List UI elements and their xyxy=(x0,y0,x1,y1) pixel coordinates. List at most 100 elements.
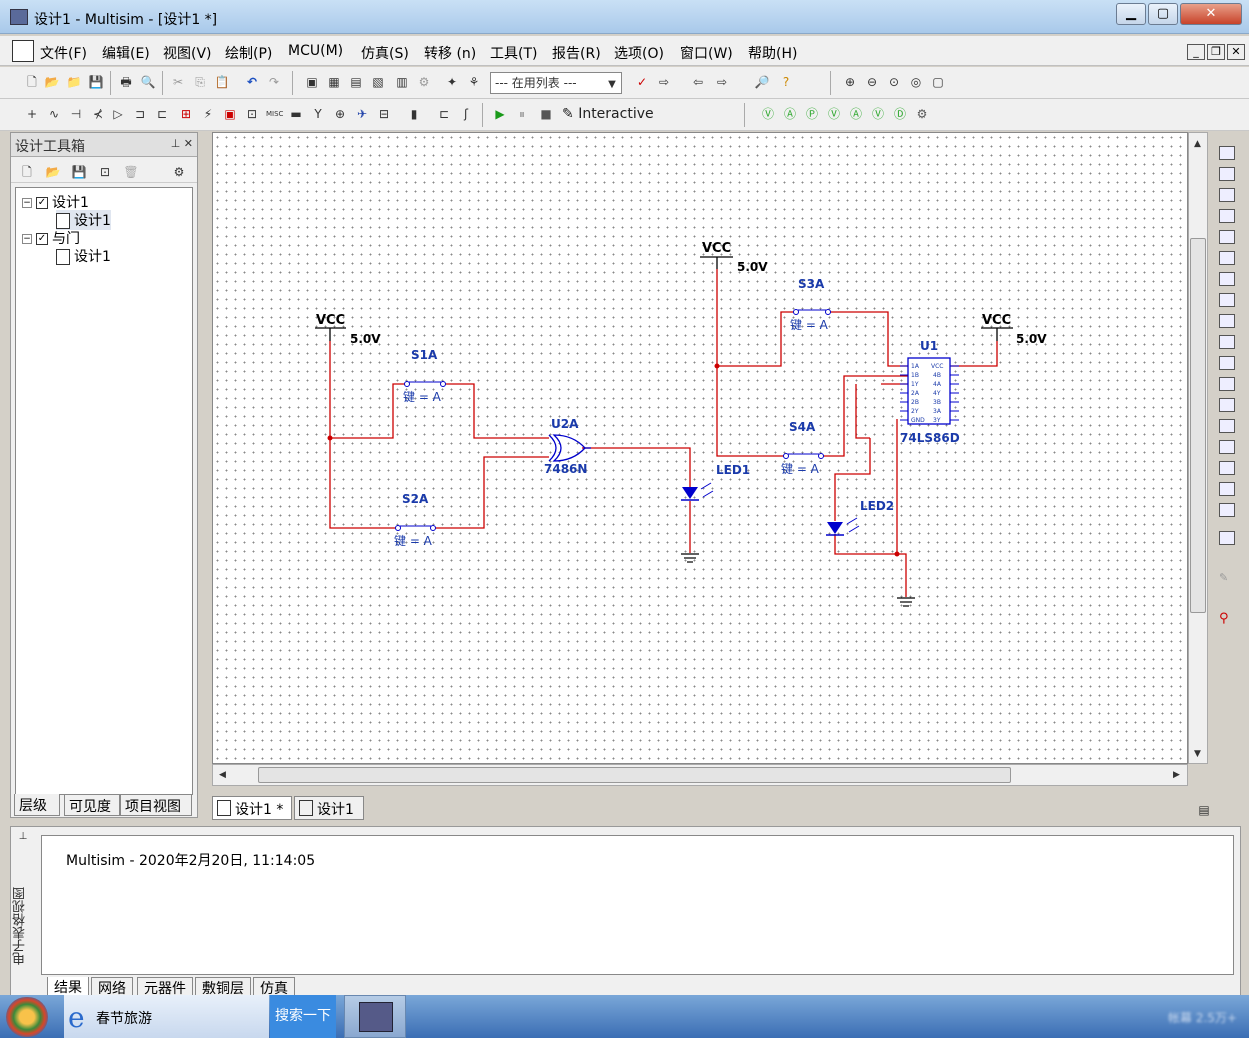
ttl-icon[interactable]: ⊐ xyxy=(134,107,146,121)
network-analyzer-icon[interactable] xyxy=(1219,419,1235,433)
menu-file[interactable]: 文件(F) xyxy=(40,46,87,62)
transfer-icon[interactable]: ⇨ xyxy=(716,75,728,89)
advanced-peripherals-icon[interactable]: ▬ xyxy=(290,107,302,121)
tab-nets[interactable]: 网络 xyxy=(91,977,133,997)
multisim-taskbar-item[interactable] xyxy=(344,995,406,1038)
bode-plotter-icon[interactable] xyxy=(1219,251,1235,265)
menu-mcu[interactable]: MCU(M) xyxy=(288,43,344,59)
tab-hierarchy[interactable]: 层级 xyxy=(14,794,60,816)
open-design-icon[interactable]: 📂 xyxy=(45,165,61,179)
redo-icon[interactable]: ↷ xyxy=(268,75,280,89)
electromech-icon[interactable]: ⊕ xyxy=(334,107,346,121)
cut-icon[interactable]: ✂ xyxy=(172,75,184,89)
scroll-up-icon[interactable]: ▲ xyxy=(1194,139,1201,149)
print-icon[interactable]: 🖶 xyxy=(120,75,132,89)
scroll-down-icon[interactable]: ▼ xyxy=(1194,749,1201,759)
rf-icon[interactable]: Y xyxy=(314,107,322,121)
schematic-canvas[interactable]: VCC 5.0V VCC 5.0V VCC 5.0V S1A 键 = A S2A… xyxy=(212,132,1188,764)
interactive-mode-label[interactable]: ✎ Interactive xyxy=(562,106,654,122)
vertical-scrollbar[interactable]: ▲ ▼ xyxy=(1188,132,1208,764)
zoom-full-icon[interactable]: ▢ xyxy=(932,75,944,89)
probe-diff-icon[interactable]: Ⓥ xyxy=(827,107,840,121)
function-generator-icon[interactable] xyxy=(1219,167,1235,181)
wattmeter-icon[interactable] xyxy=(1219,188,1235,202)
tab-results[interactable]: 结果 xyxy=(47,977,89,997)
delete-icon[interactable]: 🗑 xyxy=(123,165,139,179)
pause-icon[interactable]: ⏸ xyxy=(518,107,525,121)
tree-leaf-design1-b[interactable]: 设计1 xyxy=(56,246,111,266)
basic-icon[interactable]: ∿ xyxy=(48,107,60,121)
horizontal-scroll-thumb[interactable] xyxy=(258,767,1011,783)
logic-analyzer-icon[interactable] xyxy=(1219,335,1235,349)
erc-icon[interactable]: ✓ xyxy=(636,75,648,89)
zoom-out-icon[interactable]: ⊖ xyxy=(866,75,878,89)
search-button[interactable]: 搜索一下 xyxy=(270,995,336,1038)
paste-icon[interactable]: 📋 xyxy=(214,75,230,89)
agilent-scope-icon[interactable] xyxy=(1219,482,1235,496)
help-icon[interactable]: ? xyxy=(782,75,790,89)
grid-icon[interactable]: ▦ xyxy=(328,75,340,89)
document-icon[interactable] xyxy=(12,40,34,62)
probe-power-icon[interactable]: Ⓟ xyxy=(805,107,818,121)
copy-icon[interactable]: ⎘ xyxy=(195,75,205,89)
four-channel-scope-icon[interactable] xyxy=(1219,230,1235,244)
wire-icon[interactable]: ʃ xyxy=(463,107,469,121)
menu-edit[interactable]: 编辑(E) xyxy=(102,46,150,62)
grapher-icon[interactable]: ▧ xyxy=(372,75,384,89)
iv-analyzer-icon[interactable] xyxy=(1219,356,1235,370)
source-icon[interactable]: + xyxy=(26,107,38,121)
mdi-close-icon[interactable]: ✕ xyxy=(1227,44,1245,60)
panel-pin-icon[interactable]: ⊥ xyxy=(18,831,28,842)
menu-options[interactable]: 选项(O) xyxy=(614,46,664,62)
tab-design1-modified[interactable]: 设计1 * xyxy=(212,796,292,820)
save-design-icon[interactable]: 💾 xyxy=(71,165,87,179)
menu-simulate[interactable]: 仿真(S) xyxy=(361,46,409,62)
tree-node-design1[interactable]: −✓设计1 xyxy=(22,195,89,211)
minimize-button[interactable]: ▁ xyxy=(1116,3,1146,25)
distortion-analyzer-icon[interactable] xyxy=(1219,377,1235,391)
forward-annotate-icon[interactable]: ⇦ xyxy=(692,75,704,89)
zoom-area-icon[interactable]: ⊙ xyxy=(888,75,900,89)
mdi-minimize-icon[interactable]: _ xyxy=(1187,44,1205,60)
netlist-icon[interactable]: ⚘ xyxy=(468,75,480,89)
oscilloscope-icon[interactable] xyxy=(1219,209,1235,223)
stop-icon[interactable]: ■ xyxy=(540,107,552,121)
open-sample-icon[interactable]: 📁 xyxy=(66,75,82,89)
ni-components-icon[interactable]: ✈ xyxy=(356,107,368,121)
spreadsheet-icon[interactable]: ▤ xyxy=(350,75,362,89)
mcu-icon[interactable]: ⊟ xyxy=(378,107,390,121)
misc-icon[interactable]: MISC xyxy=(266,110,284,118)
word-generator-icon[interactable] xyxy=(1219,293,1235,307)
labview-icon[interactable] xyxy=(1219,531,1235,545)
probe-settings-icon[interactable]: ⚙ xyxy=(916,107,928,121)
cmos-icon[interactable]: ⊏ xyxy=(156,107,168,121)
mdi-restore-icon[interactable]: ❐ xyxy=(1207,44,1225,60)
tree-leaf-design1[interactable]: 设计1 xyxy=(56,210,111,230)
horizontal-scrollbar[interactable]: ◀ ▶ xyxy=(212,764,1188,786)
frequency-counter-icon[interactable] xyxy=(1219,272,1235,286)
print-preview-icon[interactable]: 🔍 xyxy=(140,75,156,89)
tab-simulation[interactable]: 仿真 xyxy=(253,977,295,997)
scroll-right-icon[interactable]: ▶ xyxy=(1173,770,1180,780)
vertical-scroll-thumb[interactable] xyxy=(1190,238,1206,613)
menu-tools[interactable]: 工具(T) xyxy=(490,46,538,62)
current-probe-icon[interactable]: ⚲ xyxy=(1219,611,1229,626)
probe-va-icon[interactable]: Ⓐ xyxy=(849,107,862,121)
menu-window[interactable]: 窗口(W) xyxy=(680,46,733,62)
menu-view[interactable]: 视图(V) xyxy=(163,46,212,62)
run-icon[interactable]: ▶ xyxy=(495,107,505,121)
tab-project-view[interactable]: 项目视图 xyxy=(120,794,192,816)
ni-elvis-icon[interactable]: ✎ xyxy=(1219,571,1229,584)
panel-pin-close-icon[interactable]: ⊥ ✕ xyxy=(170,137,193,150)
open-icon[interactable]: 📂 xyxy=(44,75,60,89)
tree-node-and-gate[interactable]: −✓与门 xyxy=(22,231,80,247)
undo-icon[interactable]: ↶ xyxy=(246,75,258,89)
tab-design1[interactable]: 设计1 xyxy=(294,796,364,820)
database-icon[interactable]: ▥ xyxy=(396,75,408,89)
diode-icon[interactable]: ⊣ xyxy=(70,107,82,121)
transistor-icon[interactable]: ⊀ xyxy=(92,107,104,121)
fullscreen-icon[interactable]: ▣ xyxy=(306,75,318,89)
place-component-icon[interactable]: ✦ xyxy=(446,75,458,89)
scroll-left-icon[interactable]: ◀ xyxy=(219,770,226,780)
agilent-multimeter-icon[interactable] xyxy=(1219,461,1235,475)
